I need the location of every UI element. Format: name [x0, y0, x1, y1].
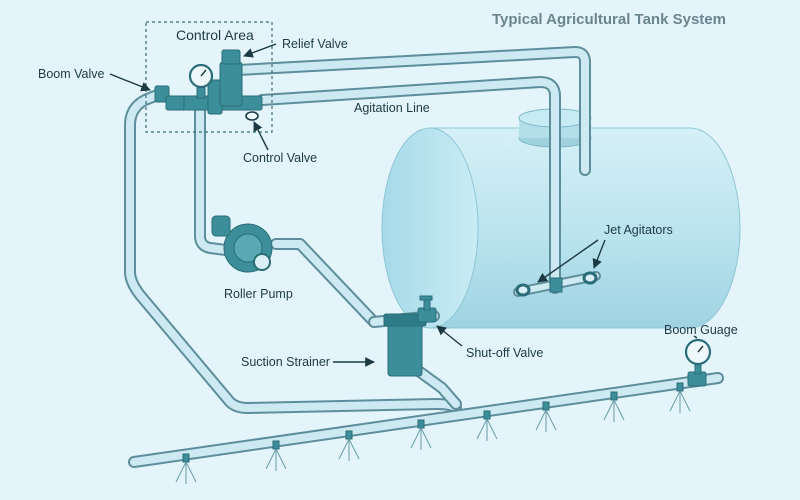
nozzle-icon	[476, 410, 498, 441]
label-roller-pump: Roller Pump	[224, 287, 293, 301]
control-manifold	[154, 49, 263, 115]
suction-strainer-icon	[383, 313, 427, 377]
shutoff-valve-icon	[417, 295, 437, 323]
label-agitation-line: Agitation Line	[354, 101, 430, 115]
nozzle-icon	[535, 401, 557, 432]
nozzle-icon	[265, 440, 287, 471]
label-suction-strainer: Suction Strainer	[241, 355, 330, 369]
control-area-title: Control Area	[176, 27, 254, 43]
shutoff-valve-arrow	[436, 325, 463, 347]
control-area-box	[145, 21, 273, 133]
nozzle-icon	[603, 391, 625, 422]
nozzle-icon	[410, 419, 432, 450]
label-boom-valve: Boom Valve	[38, 67, 105, 81]
label-shutoff-valve: Shut-off Valve	[466, 346, 543, 360]
jet-agitator-arrow-left	[537, 239, 599, 283]
label-jet-agitators: Jet Agitators	[604, 223, 673, 237]
relief-valve-arrow	[243, 43, 277, 58]
tank	[381, 108, 741, 329]
control-valve-icon	[245, 111, 259, 121]
label-relief-valve: Relief Valve	[282, 37, 348, 51]
nozzle-icon	[338, 430, 360, 461]
jet-agitator-arrow-right	[592, 239, 606, 269]
diagram-title: Typical Agricultural Tank System	[492, 11, 726, 28]
boom-valve-arrow	[109, 73, 151, 92]
boom-gauge-arrow	[693, 335, 698, 339]
boom-gauge-icon	[684, 338, 712, 387]
nozzle-icon	[669, 382, 691, 413]
leader-arrows	[109, 43, 698, 367]
label-control-valve: Control Valve	[243, 151, 317, 165]
boom-nozzles	[175, 382, 691, 484]
label-boom-gauge: Boom Guage	[664, 323, 738, 337]
pressure-gauge-icon	[188, 63, 214, 99]
jet-agitator-icons	[515, 271, 598, 297]
roller-pump-icon	[211, 215, 273, 273]
control-valve-arrow	[253, 121, 269, 151]
nozzle-icon	[175, 453, 197, 484]
